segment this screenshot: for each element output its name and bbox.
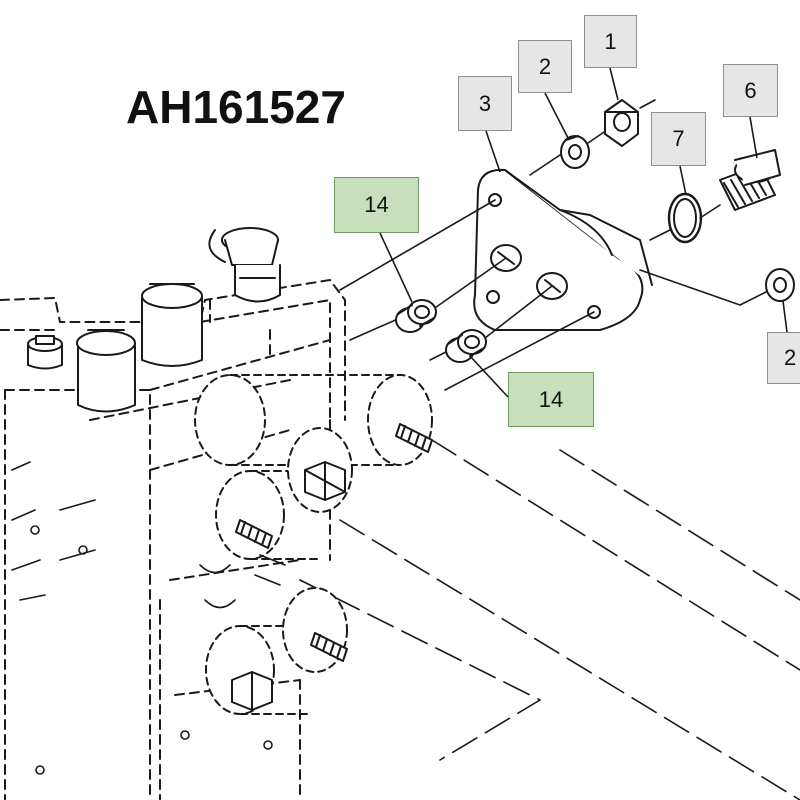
callout-3: 3 bbox=[458, 76, 512, 131]
washer-2-upper bbox=[560, 135, 590, 169]
callout-2-right: 2 bbox=[767, 332, 800, 384]
hex-nut-1 bbox=[604, 99, 639, 147]
hex-nut-coil-lower bbox=[231, 671, 273, 711]
small-plug-left bbox=[27, 335, 63, 370]
o-ring-7 bbox=[667, 192, 703, 244]
top-cap-mid bbox=[141, 283, 203, 367]
seal-washer-14-lower bbox=[445, 329, 487, 363]
callout-2: 2 bbox=[518, 40, 572, 93]
wire-clips bbox=[199, 554, 286, 609]
threaded-stud-lower bbox=[310, 632, 348, 662]
mounting-plate bbox=[473, 168, 653, 331]
threaded-stud-upper bbox=[395, 423, 433, 453]
seal-washer-14-upper bbox=[395, 299, 437, 333]
callout-14-upper: 14 bbox=[334, 177, 419, 233]
callout-6: 6 bbox=[723, 64, 778, 117]
callout-14-lower: 14 bbox=[508, 372, 594, 427]
top-fitting bbox=[208, 227, 281, 303]
hex-nut-coil-upper bbox=[304, 461, 346, 501]
side-screws bbox=[11, 461, 273, 775]
part-number-title: AH161527 bbox=[126, 81, 346, 133]
top-cap-left bbox=[76, 329, 136, 413]
washer-2-right bbox=[765, 268, 795, 302]
callout-1: 1 bbox=[584, 15, 637, 68]
threaded-stud-middle bbox=[235, 519, 273, 549]
construction-lines bbox=[299, 439, 800, 800]
plug-6 bbox=[719, 149, 781, 211]
callout-7: 7 bbox=[651, 112, 706, 166]
